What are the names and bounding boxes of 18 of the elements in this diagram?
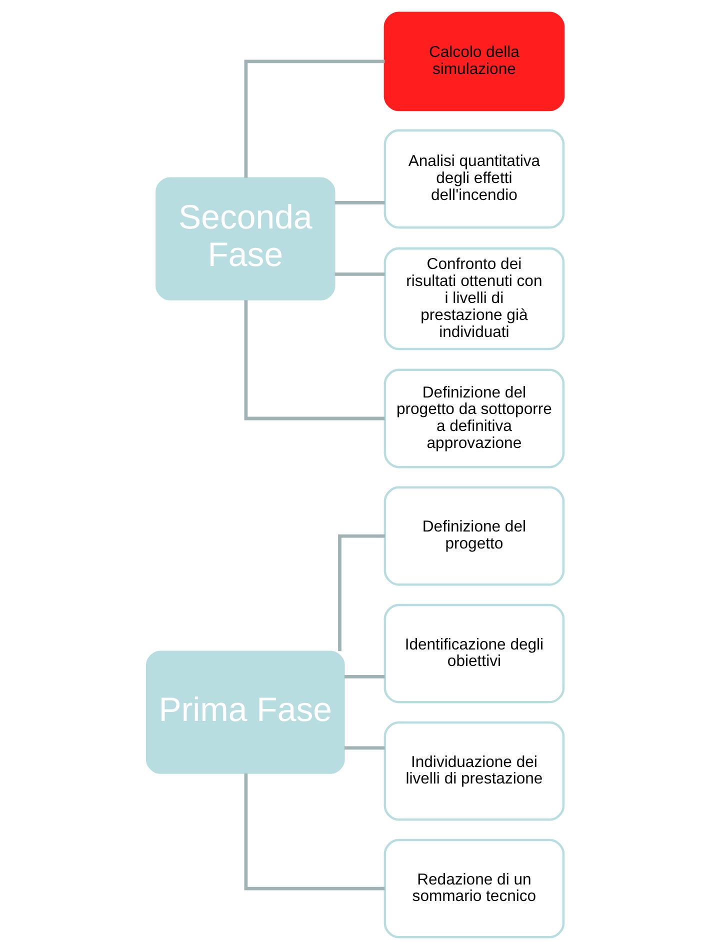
connector xyxy=(244,300,384,420)
node-box: Confronto dei risultati ottenuti con i livelli di prestazione già individuati xyxy=(383,247,564,350)
node-box: Prima Fase xyxy=(145,650,344,774)
node-box: Definizione del progetto xyxy=(383,486,564,586)
node-box: Individuazione dei livelli di prestazione xyxy=(383,721,564,821)
node-box: Identificazione degli obiettivi xyxy=(383,604,564,704)
node-box: Seconda Fase xyxy=(155,177,335,300)
node-box: Analisi quantitativa degli effetti dell'incendio xyxy=(383,129,564,229)
node-box: Definizione del progetto da sottoporre a definitiva approvazione xyxy=(383,368,564,468)
connector xyxy=(334,272,384,276)
node-box: Calcolo della simulazione xyxy=(383,12,564,112)
connector xyxy=(244,60,384,178)
connector xyxy=(344,675,384,678)
node-box: Redazione di un sommario tecnico xyxy=(383,838,564,938)
connector xyxy=(344,746,384,750)
connector xyxy=(244,773,384,890)
connector xyxy=(338,534,384,652)
connector xyxy=(334,200,384,204)
